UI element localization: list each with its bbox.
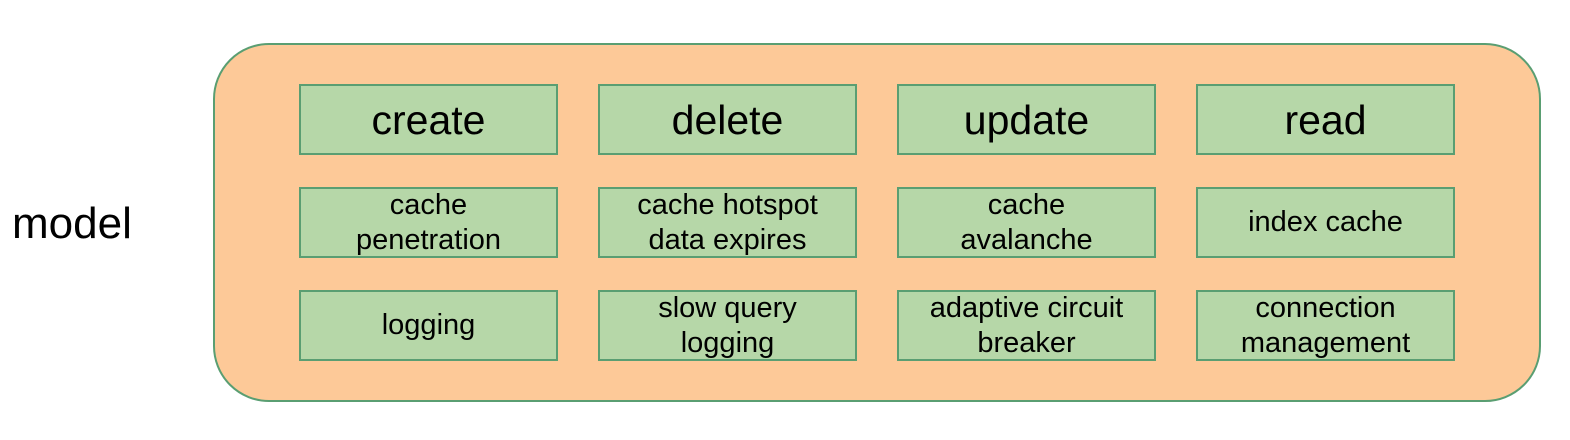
update-box: update <box>897 84 1156 155</box>
adaptive-circuit-breaker-label: adaptive circuit breaker <box>929 291 1124 359</box>
delete-label: delete <box>671 96 784 143</box>
connection-management-box: connection management <box>1196 290 1455 361</box>
adaptive-circuit-breaker-box: adaptive circuit breaker <box>897 290 1156 361</box>
cache-avalanche-label: cache avalanche <box>960 188 1093 256</box>
cache-hotspot-box: cache hotspot data expires <box>598 187 857 258</box>
feature-grid: create delete update read cache penetrat… <box>299 84 1455 361</box>
update-label: update <box>963 96 1090 143</box>
slow-query-logging-label: slow query logging <box>658 291 797 359</box>
logging-label: logging <box>381 309 476 341</box>
cache-penetration-box: cache penetration <box>299 187 558 258</box>
create-box: create <box>299 84 558 155</box>
read-label: read <box>1284 96 1367 143</box>
cache-penetration-label: cache penetration <box>355 188 502 256</box>
cache-avalanche-box: cache avalanche <box>897 187 1156 258</box>
connection-management-label: connection management <box>1240 291 1411 359</box>
index-cache-label: index cache <box>1248 206 1403 238</box>
model-label: model <box>12 199 132 248</box>
delete-box: delete <box>598 84 857 155</box>
read-box: read <box>1196 84 1455 155</box>
index-cache-box: index cache <box>1196 187 1455 258</box>
slow-query-logging-box: slow query logging <box>598 290 857 361</box>
logging-box: logging <box>299 290 558 361</box>
cache-hotspot-label: cache hotspot data expires <box>637 188 818 256</box>
create-label: create <box>371 96 486 143</box>
